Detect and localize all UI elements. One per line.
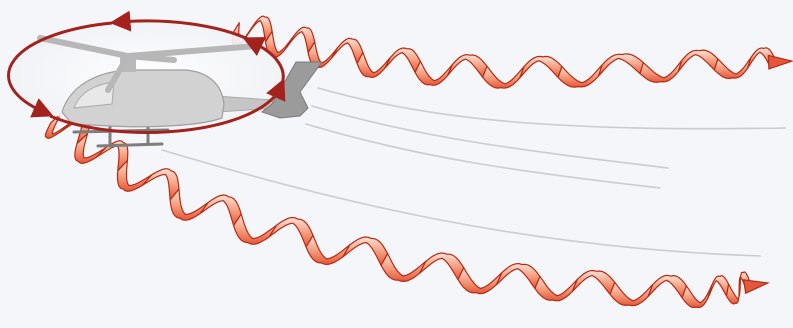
upper-vortex-spiral bbox=[232, 16, 792, 88]
vortex-arrowhead bbox=[744, 280, 768, 293]
vortex-ribbon-segment bbox=[682, 286, 711, 308]
vortex-arrowhead bbox=[768, 55, 792, 69]
vortex-ribbon-segment bbox=[343, 237, 388, 265]
vortex-ribbon-segment bbox=[727, 282, 741, 304]
vortex-ribbon-segment bbox=[385, 48, 421, 72]
vortex-ribbon-segment bbox=[610, 282, 653, 305]
vortex-ribbon-segment bbox=[599, 54, 644, 76]
vortex-ribbon-segment bbox=[415, 61, 452, 85]
vortex-ribbon-segment bbox=[640, 61, 682, 83]
wake-line bbox=[306, 124, 660, 188]
vortex-ribbon-segment bbox=[714, 58, 751, 79]
wake-line bbox=[318, 88, 785, 129]
vortex-ribbon-segment bbox=[420, 253, 464, 280]
vortex-ribbon-segment bbox=[170, 189, 208, 220]
vortex-ribbon-segment bbox=[648, 275, 686, 297]
vortex-ribbon-segment bbox=[535, 277, 577, 301]
vortex-ribbon-segment bbox=[357, 53, 391, 78]
vortex-ribbon-segment bbox=[520, 56, 562, 77]
lower-vortex-spiral bbox=[45, 113, 768, 307]
wake-line bbox=[312, 106, 668, 168]
vortex-ribbon-segment bbox=[306, 235, 350, 264]
vortex-ribbon-segment bbox=[331, 38, 363, 63]
vortex-ribbon-segment bbox=[118, 161, 152, 192]
vortex-ribbon-segment bbox=[200, 195, 241, 226]
vortex-ribbon-segment bbox=[708, 276, 729, 298]
vortex-ribbon-segment bbox=[458, 268, 502, 294]
vortex-ribbon-segment bbox=[558, 65, 602, 87]
vortex-ribbon-segment bbox=[497, 264, 540, 289]
vortex-ribbon-segment bbox=[234, 214, 277, 244]
wake-lines bbox=[162, 88, 785, 256]
vortex-ribbon-segment bbox=[483, 66, 524, 88]
vortex-ribbon-segment bbox=[269, 218, 313, 248]
vortex-ribbon-segment bbox=[448, 55, 487, 78]
vortex-ribbon-segment bbox=[381, 254, 426, 282]
vortex-ribbon-segment bbox=[678, 50, 718, 71]
vortex-ribbon-segment bbox=[572, 271, 615, 295]
